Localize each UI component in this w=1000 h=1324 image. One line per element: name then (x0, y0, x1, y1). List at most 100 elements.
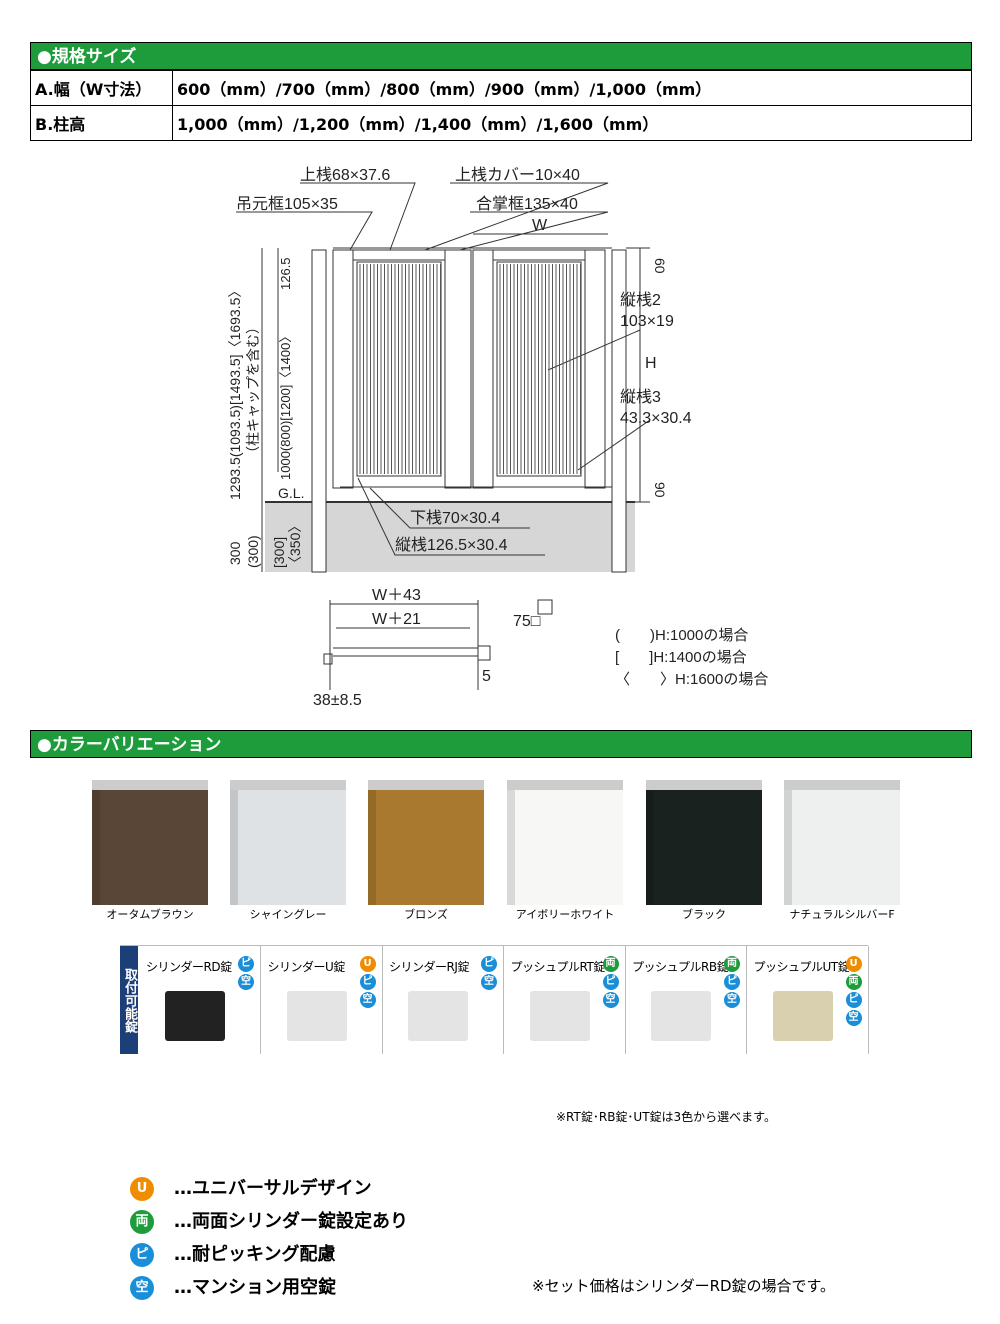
label-top-cover: 上桟カバー10×40 (455, 166, 580, 184)
legend-text: …耐ピッキング配慮 (174, 1244, 336, 1265)
legend-h1600: 〈 〉H:1600の場合 (615, 671, 768, 688)
label-126: 126.5 (278, 257, 293, 290)
label-total-dims: 1293.5(1093.5)[1493.5]〈1693.5〉 (227, 284, 243, 500)
table-row: A.幅（W寸法）600（mm）/700（mm）/800（mm）/900（mm）/… (30, 70, 972, 106)
label-vs3: 縦桟3 (620, 388, 661, 406)
lock-item: プッシュプルRT錠両ピ空 (505, 946, 626, 1054)
lock-image (286, 991, 347, 1041)
row-value: 1,000（mm）/1,200（mm）/1,400（mm）/1,600（mm） (172, 105, 972, 141)
lock-name: シリンダーRJ錠 (389, 960, 469, 974)
label-bottom-rail: 下桟70×30.4 (410, 509, 500, 527)
badge-icon: 空 (481, 974, 497, 990)
color-name: アイボリーホワイト (515, 908, 615, 921)
badge-icon: 両 (602, 956, 619, 972)
badge-icon: 空 (238, 974, 254, 990)
label-60: 60 (652, 258, 668, 274)
badge-icon: ピ (481, 956, 497, 972)
lock-name: プッシュプルRB錠 (632, 960, 729, 974)
legend-text: …マンション用空錠 (174, 1277, 336, 1298)
badge-icon: 両 (845, 974, 862, 990)
color-name: シャイングレー (249, 908, 327, 921)
badge-icon: ピ (238, 956, 254, 972)
color-name: ブロンズ (404, 908, 448, 921)
label-w: W (532, 217, 548, 234)
spec-header: ●規格サイズ (30, 42, 972, 70)
badge-icon: 空 (724, 992, 740, 1008)
badge-icon: 両 (130, 1210, 154, 1234)
label-vs2: 縦桟2 (620, 291, 661, 309)
lock-image (408, 991, 468, 1041)
label-meeting-frame: 合掌框135×40 (476, 195, 578, 213)
label-5: 5 (482, 668, 491, 685)
legend-item: 空 …マンション用空錠 (130, 1273, 336, 1300)
badge-icon: U (845, 956, 862, 972)
label-gl: G.L. (278, 485, 304, 501)
lock-image (165, 991, 225, 1041)
lock-name: シリンダーRD錠 (146, 960, 232, 974)
color-swatch (92, 780, 208, 905)
lock-image (651, 991, 711, 1041)
lock-side-label: 取付可能錠 (120, 946, 138, 1054)
legend-item: 両 …両面シリンダー錠設定あり (130, 1207, 408, 1234)
badge-icon: 空 (845, 1010, 862, 1026)
label-vs2-size: 103×19 (620, 313, 674, 330)
lock-image (529, 991, 590, 1041)
label-w43: W＋43 (372, 587, 421, 604)
lock-item: プッシュプルRB錠両ピ空 (626, 946, 747, 1054)
lock-name: プッシュプルRT錠 (510, 960, 606, 974)
label-hinge-frame: 吊元框105×35 (236, 195, 338, 213)
label-top-rail: 上桟68×37.6 (300, 166, 390, 184)
lock-item: シリンダーRJ錠ピ空 (383, 946, 504, 1054)
color-swatch (230, 780, 346, 905)
color-swatch (646, 780, 762, 905)
lock-color-note: ※RT錠･RB錠･UT錠は3色から選べます。 (556, 1110, 776, 1124)
label-w21: W＋21 (372, 611, 421, 628)
label-38: 38±8.5 (313, 692, 362, 709)
badge-icon: U (130, 1177, 154, 1201)
label-emb: [300] (271, 537, 287, 568)
label-90: 90 (652, 482, 668, 498)
badge-icon: 両 (724, 956, 740, 972)
label-vs3-size: 43.3×30.4 (620, 410, 692, 427)
badge-icon: 空 (602, 992, 619, 1008)
lock-image (772, 991, 833, 1041)
color-name: オータムブラウン (106, 908, 194, 921)
badge-icon: U (359, 956, 376, 972)
color-swatch (784, 780, 900, 905)
label-height-dims: 1000(800)[1200]〈1400〉 (278, 330, 293, 480)
badge-icon: ピ (130, 1243, 154, 1267)
badge-icon: ピ (724, 974, 740, 990)
lock-name: プッシュプルUT錠 (753, 960, 850, 974)
label-h: H (645, 355, 657, 372)
badge-icon: 空 (130, 1276, 154, 1300)
label-emb: 300 (227, 541, 243, 565)
label-emb: 〈350〉 (287, 519, 303, 570)
lock-item: シリンダーRD錠ピ空 (140, 946, 261, 1054)
badge-icon: 空 (359, 992, 376, 1008)
label-cap-note: （柱キャップを含む） (245, 320, 261, 460)
label-vs1: 縦桟126.5×30.4 (395, 536, 508, 554)
legend-text: …両面シリンダー錠設定あり (174, 1211, 408, 1232)
row-label: A.幅（W寸法） (30, 70, 173, 106)
legend-h1000: ( )H:1000の場合 (615, 627, 748, 644)
label-75: 75□ (513, 613, 541, 630)
row-value: 600（mm）/700（mm）/800（mm）/900（mm）/1,000（mm… (172, 70, 972, 106)
color-swatch (507, 780, 623, 905)
badge-icon: ピ (602, 974, 619, 990)
spec-table: A.幅（W寸法）600（mm）/700（mm）/800（mm）/900（mm）/… (30, 70, 972, 141)
colors-header: ●カラーバリエーション (30, 730, 972, 758)
legend-item: ピ …耐ピッキング配慮 (130, 1240, 335, 1267)
color-name: ブラック (682, 908, 726, 921)
legend-item: U …ユニバーサルデザイン (130, 1174, 372, 1201)
legend-h1400: [ ]H:1400の場合 (615, 649, 747, 666)
color-swatch (368, 780, 484, 905)
badge-icon: ピ (845, 992, 862, 1008)
color-name: ナチュラルシルバーF (789, 908, 895, 921)
legend-text: …ユニバーサルデザイン (174, 1178, 372, 1199)
gate-diagram: 上桟68×37.6 上桟カバー10×40 吊元框105×35 合掌框135×40… (227, 166, 768, 709)
lock-name: シリンダーU錠 (267, 960, 346, 974)
